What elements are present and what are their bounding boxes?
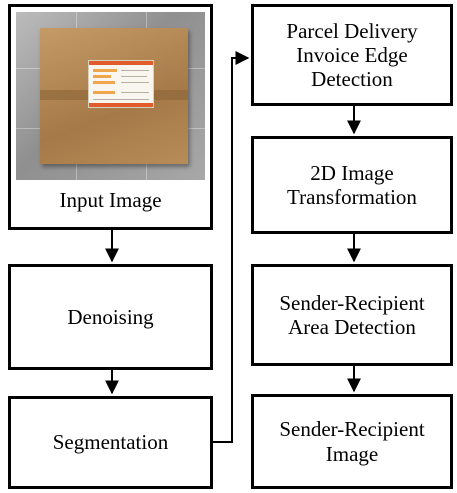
sr-image-box: Sender-Recipient Image bbox=[251, 394, 453, 489]
transformation-label: 2D Image Transformation bbox=[287, 160, 417, 209]
invoice-label bbox=[88, 60, 154, 108]
area-detection-label: Sender-Recipient Area Detection bbox=[279, 290, 425, 339]
transformation-box: 2D Image Transformation bbox=[251, 136, 453, 234]
input-image-label: Input Image bbox=[59, 188, 162, 212]
sr-image-label: Sender-Recipient Image bbox=[279, 417, 425, 466]
denoising-label: Denoising bbox=[67, 304, 154, 329]
parcel-photo bbox=[16, 12, 205, 180]
arrow-segmentation-to-edge-detection bbox=[213, 51, 250, 443]
input-image-box: Input Image bbox=[8, 4, 213, 230]
segmentation-box: Segmentation bbox=[8, 396, 213, 489]
area-detection-box: Sender-Recipient Area Detection bbox=[251, 264, 453, 366]
segmentation-label: Segmentation bbox=[52, 430, 169, 455]
denoising-box: Denoising bbox=[8, 264, 213, 370]
edge-detection-label: Parcel Delivery Invoice Edge Detection bbox=[286, 18, 418, 92]
edge-detection-box: Parcel Delivery Invoice Edge Detection bbox=[251, 4, 453, 106]
parcel-box bbox=[40, 28, 188, 164]
